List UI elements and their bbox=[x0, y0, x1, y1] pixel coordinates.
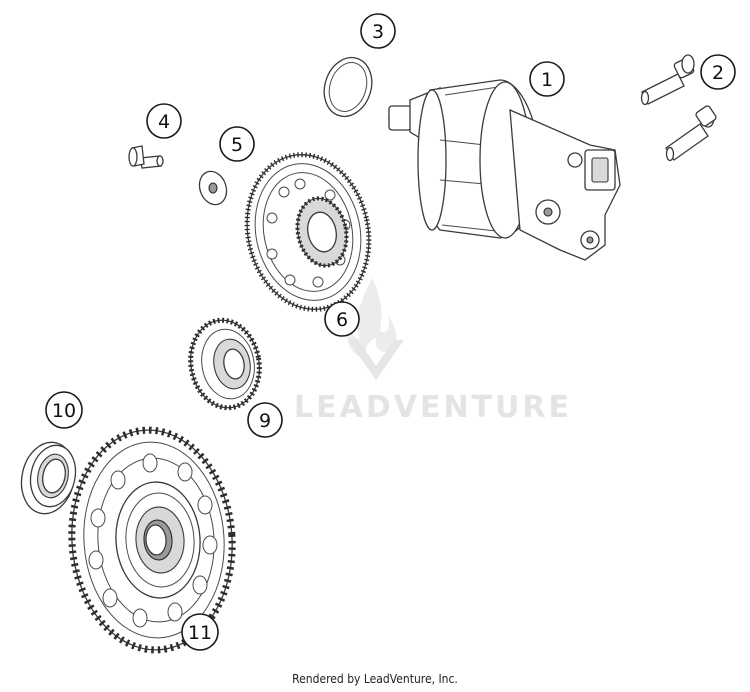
callout-3[interactable]: 3 bbox=[360, 13, 396, 49]
callout-2-number: 2 bbox=[712, 62, 724, 84]
callout-10-number: 10 bbox=[52, 400, 76, 422]
starter-motor bbox=[388, 79, 621, 261]
callout-2[interactable]: 2 bbox=[700, 54, 736, 90]
shaft-seal bbox=[20, 441, 77, 515]
mounting-bolt-upper bbox=[640, 54, 695, 106]
callout-6[interactable]: 6 bbox=[324, 301, 360, 337]
callout-11[interactable]: 11 bbox=[181, 613, 219, 651]
callout-11-number: 11 bbox=[188, 622, 212, 644]
callout-9-number: 9 bbox=[259, 410, 271, 432]
callout-5[interactable]: 5 bbox=[219, 126, 255, 162]
callout-10[interactable]: 10 bbox=[45, 391, 83, 429]
callout-3-number: 3 bbox=[372, 21, 384, 43]
mounting-bolt-lower bbox=[665, 105, 717, 162]
torque-limiter-gear bbox=[188, 317, 262, 411]
callout-4-number: 4 bbox=[158, 111, 170, 133]
intermediate-gear bbox=[244, 152, 372, 312]
o-ring bbox=[323, 56, 373, 118]
rendered-by-footer: Rendered by LeadVenture, Inc. bbox=[292, 672, 458, 686]
callout-6-number: 6 bbox=[336, 309, 348, 331]
watermark-text: LEADVENTURE bbox=[294, 390, 572, 425]
callout-9[interactable]: 9 bbox=[247, 402, 283, 438]
v-logo-icon bbox=[348, 340, 404, 380]
gear-bolt bbox=[128, 145, 164, 169]
flame-logo-icon bbox=[346, 278, 397, 362]
leadventure-watermark: LEADVENTURE bbox=[294, 278, 572, 425]
callout-5-number: 5 bbox=[231, 134, 243, 156]
callout-4[interactable]: 4 bbox=[146, 103, 182, 139]
freewheel-gear bbox=[68, 426, 236, 654]
washer bbox=[198, 170, 228, 206]
callout-1[interactable]: 1 bbox=[529, 61, 565, 97]
callout-1-number: 1 bbox=[541, 69, 553, 91]
